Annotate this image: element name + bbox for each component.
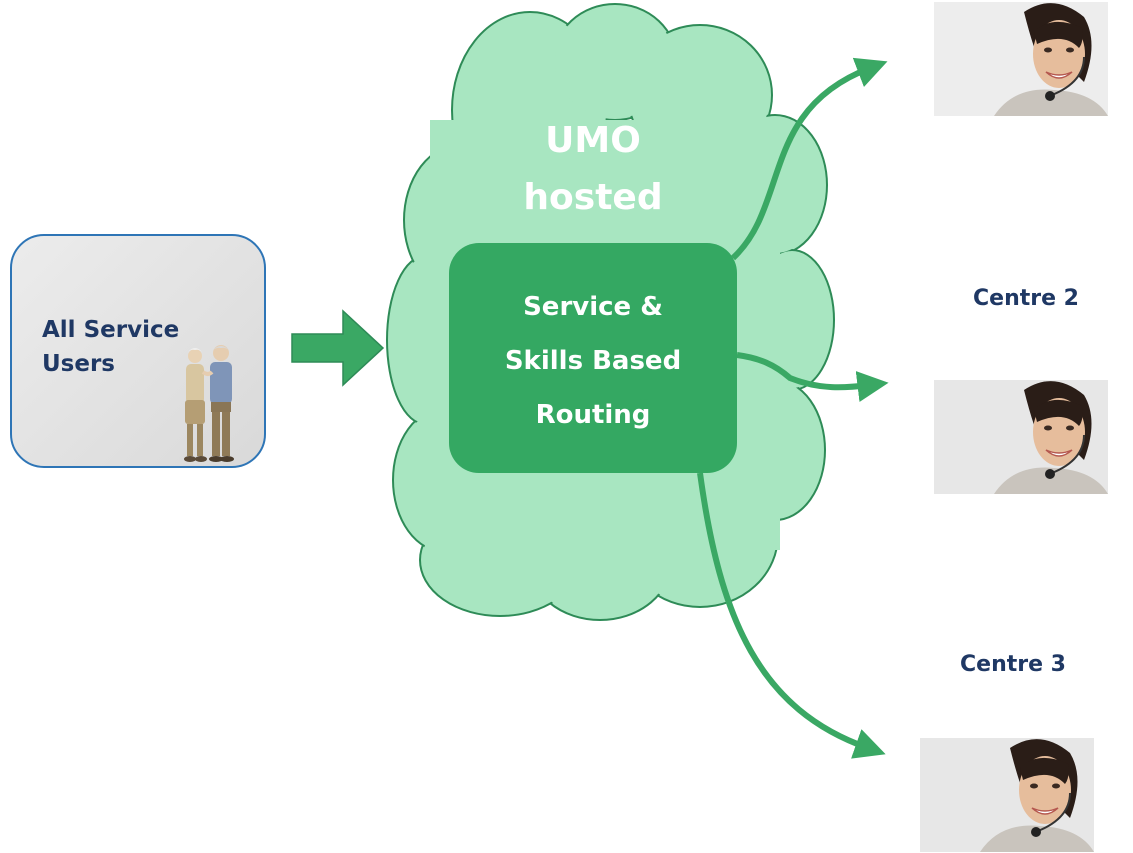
input-block-arrow — [291, 309, 385, 387]
service-users-label: All Service Users — [42, 317, 180, 377]
elderly-couple-image — [184, 345, 234, 462]
service-users-box: All Service Users — [10, 234, 266, 468]
routing-label: Service & Skills Based Routing — [504, 292, 682, 430]
centre-3-label: Centre 3 — [960, 652, 1066, 677]
arrow-to-centre-1 — [730, 57, 888, 261]
routing-box: Service & Skills Based Routing — [449, 243, 737, 473]
centre-3-agent-image — [920, 738, 1094, 852]
arrow-to-centre-3 — [697, 472, 886, 759]
arrow-to-centre-2 — [736, 352, 889, 402]
centre-1-agent-image — [934, 2, 1108, 116]
cloud-title: UMO hosted — [523, 120, 663, 218]
umo-cloud — [386, 3, 835, 621]
centre-2-label: Centre 2 — [973, 286, 1079, 311]
centre-2-agent-image — [934, 380, 1108, 494]
